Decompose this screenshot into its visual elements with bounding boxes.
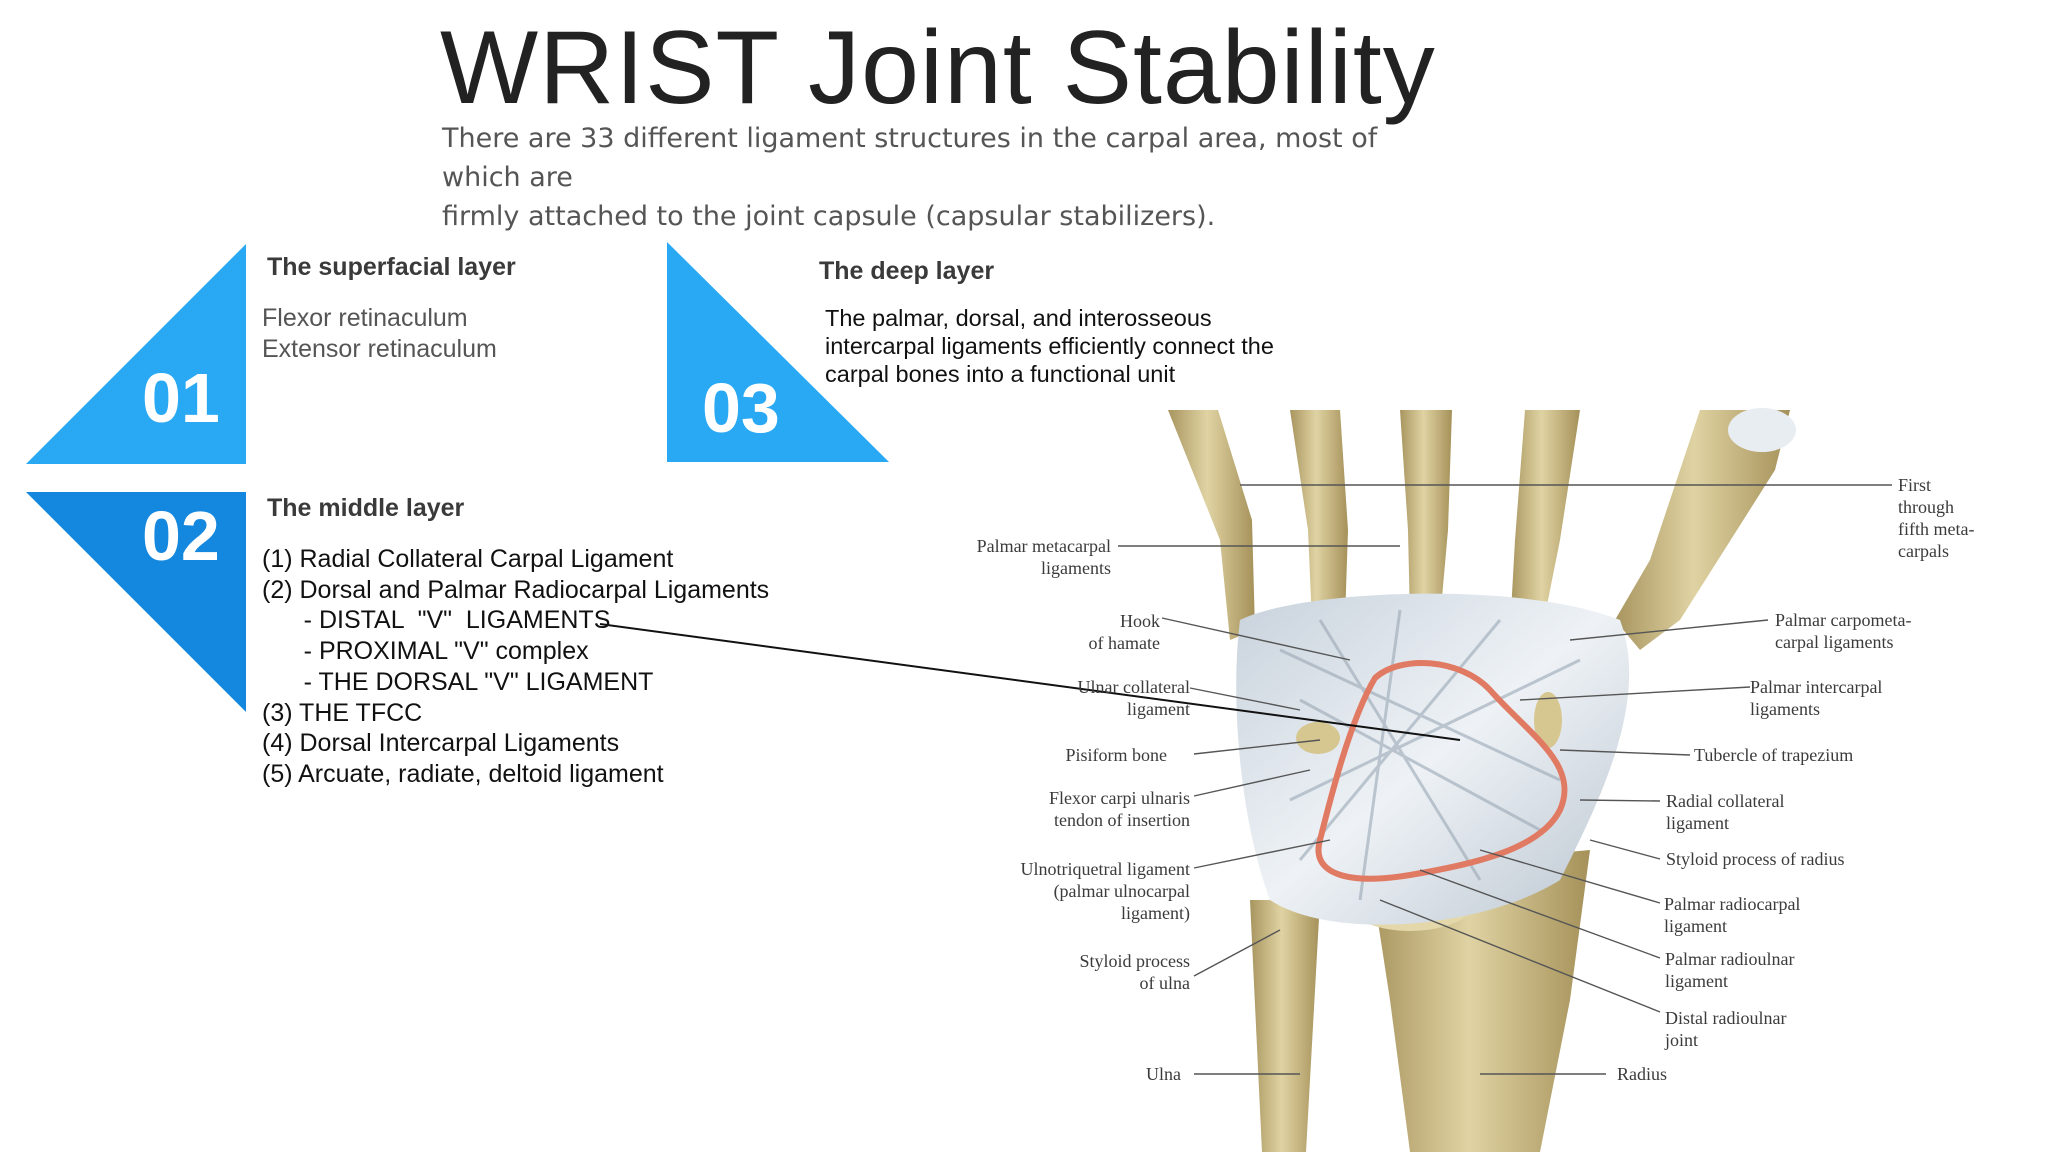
layer-01-heading: The superfacial layer bbox=[267, 253, 516, 281]
anatomy-label-line: Palmar radiocarpal bbox=[1664, 894, 1801, 914]
layer-02-list: (1) Radial Collateral Carpal Ligament (2… bbox=[262, 544, 769, 790]
anatomy-label-line: Radius bbox=[1617, 1064, 1668, 1084]
page-subtitle: There are 33 different ligament structur… bbox=[442, 119, 1422, 236]
layer-01-line: Flexor retinaculum bbox=[262, 304, 468, 332]
anatomy-label-line: Distal radioulnar bbox=[1665, 1008, 1787, 1028]
anatomy-label-line: ligament bbox=[1665, 971, 1728, 991]
highlight-outline bbox=[1315, 660, 1568, 882]
layer-03-line: intercarpal ligaments efficiently connec… bbox=[825, 333, 1274, 359]
anatomy-label-line: tendon of insertion bbox=[1054, 810, 1190, 830]
anatomy-label: Palmar radioulnar ligament bbox=[1665, 948, 1794, 992]
layer-02-line: - DISTAL "V" LIGAMENTS bbox=[262, 606, 611, 635]
anatomy-label-line: Ulna bbox=[1146, 1064, 1181, 1084]
anatomy-label: Ulnar collateral ligament bbox=[1078, 676, 1190, 720]
anatomy-label-line: Styloid process of radius bbox=[1666, 849, 1845, 869]
anatomy-label-line: Palmar radioulnar bbox=[1665, 949, 1795, 969]
anatomy-label-line: Pisiform bone bbox=[1065, 745, 1168, 765]
layer-01-triangle bbox=[26, 244, 246, 464]
layer-02-line: (2) Dorsal and Palmar Radiocarpal Ligame… bbox=[262, 575, 770, 604]
anatomy-label-line: First bbox=[1898, 475, 1932, 495]
anatomy-label-line: ligaments bbox=[1750, 699, 1820, 719]
anatomy-label: Hook of hamate bbox=[1089, 610, 1160, 654]
layer-02-line: - PROXIMAL "V" complex bbox=[262, 637, 589, 666]
subtitle-line-2: firmly attached to the joint capsule (ca… bbox=[442, 201, 1216, 232]
layer-02-line: (3) THE TFCC bbox=[262, 698, 423, 727]
metacarpal-bones bbox=[1168, 408, 1796, 650]
anatomy-label-line: (palmar ulnocarpal bbox=[1053, 881, 1190, 901]
anatomy-label: First through fifth meta- carpals bbox=[1898, 474, 1974, 562]
anatomy-label-line: Styloid process bbox=[1079, 951, 1191, 971]
anatomy-label: Styloid process of ulna bbox=[1080, 950, 1191, 994]
layer-02-heading: The middle layer bbox=[267, 494, 465, 522]
anatomy-label-line: ligaments bbox=[1041, 558, 1111, 578]
subtitle-line-1: There are 33 different ligament structur… bbox=[442, 123, 1378, 193]
layer-02-line: (4) Dorsal Intercarpal Ligaments bbox=[262, 729, 620, 758]
layer-02-line: (1) Radial Collateral Carpal Ligament bbox=[262, 545, 674, 573]
pointer-line bbox=[599, 623, 1461, 741]
anatomy-label-line: Ulnar collateral bbox=[1077, 677, 1190, 697]
anatomy-label: Pisiform bone bbox=[1066, 744, 1168, 766]
anatomy-label-line: carpals bbox=[1898, 541, 1949, 561]
anatomy-label-line: Flexor carpi ulnaris bbox=[1049, 788, 1190, 808]
anatomy-label-line: ligament bbox=[1664, 916, 1727, 936]
anatomy-label: Distal radioulnar joint bbox=[1665, 1007, 1786, 1051]
anatomy-label-line: Radial collateral bbox=[1666, 791, 1785, 811]
layer-03-number: 03 bbox=[702, 369, 780, 447]
anatomy-label-line: carpal ligaments bbox=[1775, 632, 1894, 652]
layer-01-line: Extensor retinaculum bbox=[262, 335, 497, 363]
anatomy-label-line: Palmar carpometa- bbox=[1775, 610, 1912, 630]
anatomy-label-line: Tubercle of trapezium bbox=[1694, 745, 1854, 765]
layer-02-number: 02 bbox=[142, 497, 220, 575]
anatomy-label-line: Hook bbox=[1120, 611, 1160, 631]
anatomy-label-line: ligament bbox=[1666, 813, 1729, 833]
anatomy-label-line: through bbox=[1898, 497, 1954, 517]
anatomy-label-line: ligament) bbox=[1121, 903, 1190, 923]
anatomy-label: Flexor carpi ulnaris tendon of insertion bbox=[1049, 787, 1190, 831]
anatomy-label-line: of ulna bbox=[1139, 973, 1190, 993]
anatomy-label: Palmar carpometa- carpal ligaments bbox=[1775, 609, 1911, 653]
anatomy-label-line: fifth meta- bbox=[1898, 519, 1975, 539]
leader-lines bbox=[1118, 484, 1892, 1075]
anatomy-label-line: of hamate bbox=[1088, 633, 1160, 653]
anatomy-label: Palmar metacarpal ligaments bbox=[977, 535, 1111, 579]
layer-03-line: The palmar, dorsal, and interosseous bbox=[825, 305, 1212, 331]
anatomy-label: Palmar radiocarpal ligament bbox=[1664, 893, 1800, 937]
layer-01-list: Flexor retinaculum Extensor retinaculum bbox=[262, 303, 497, 365]
layer-02-line: - THE DORSAL "V" LIGAMENT bbox=[262, 667, 654, 696]
anatomy-label-line: Palmar intercarpal bbox=[1750, 677, 1883, 697]
anatomy-label: Tubercle of trapezium bbox=[1694, 744, 1853, 766]
anatomy-label: Styloid process of radius bbox=[1666, 848, 1844, 870]
anatomy-label: Radial collateral ligament bbox=[1666, 790, 1784, 834]
layer-02-line: (5) Arcuate, radiate, deltoid ligament bbox=[262, 759, 664, 788]
layer-03-list: The palmar, dorsal, and interosseous int… bbox=[825, 304, 1274, 388]
anatomy-label-line: Palmar metacarpal bbox=[976, 536, 1111, 556]
anatomy-label-line: joint bbox=[1665, 1030, 1699, 1050]
anatomy-label: Palmar intercarpal ligaments bbox=[1750, 676, 1882, 720]
layer-01-number: 01 bbox=[142, 359, 220, 437]
anatomy-label-line: Ulnotriquetral ligament bbox=[1020, 859, 1190, 879]
anatomy-label: Radius bbox=[1617, 1063, 1667, 1085]
layer-03-line: carpal bones into a functional unit bbox=[825, 361, 1176, 387]
anatomy-label: Ulna bbox=[1146, 1063, 1181, 1085]
layer-03-heading: The deep layer bbox=[819, 257, 995, 285]
anatomy-label: Ulnotriquetral ligament (palmar ulnocarp… bbox=[1021, 858, 1190, 924]
page-title: WRIST Joint Stability bbox=[440, 10, 1436, 126]
layer-02-triangle bbox=[26, 492, 246, 712]
layer-03-triangle bbox=[667, 242, 889, 462]
anatomy-label-line: ligament bbox=[1127, 699, 1190, 719]
